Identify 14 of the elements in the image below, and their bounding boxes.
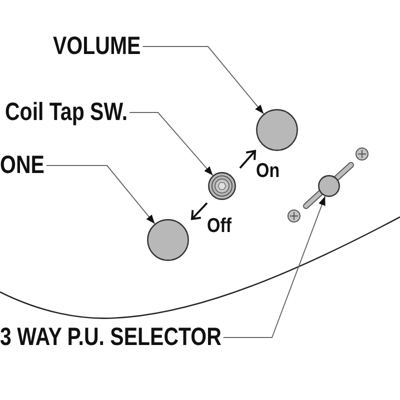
leader-line — [129, 112, 214, 176]
callout-label: ONE — [0, 153, 44, 178]
leader-line — [142, 46, 264, 114]
callout-label: VOLUME — [53, 34, 141, 59]
leader-line — [222, 196, 326, 338]
control-knob — [147, 219, 189, 261]
leader-line — [46, 165, 156, 224]
direction-label: On — [256, 161, 280, 181]
direction-label: Off — [207, 216, 232, 236]
selector-knob — [318, 175, 340, 197]
toggle-switch — [208, 172, 236, 200]
control-knob — [256, 109, 298, 151]
callout-label: Coil Tap SW. — [5, 100, 128, 125]
callout-label: 3 WAY P.U. SELECTOR — [0, 325, 222, 350]
